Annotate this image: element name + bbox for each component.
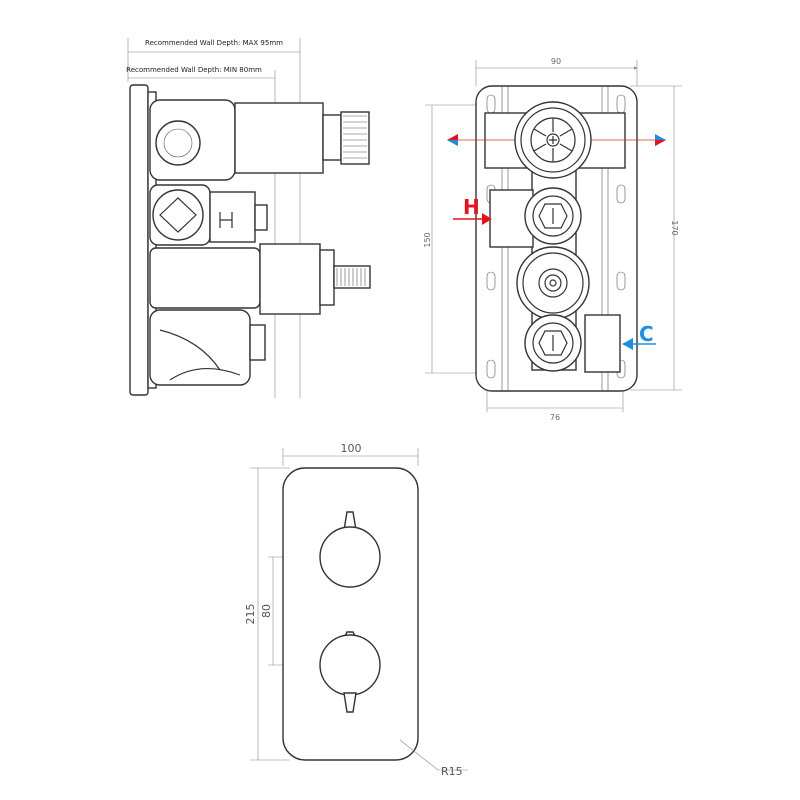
min-wall-depth-label: Recommended Wall Depth: MIN 80mm bbox=[126, 66, 262, 74]
front-view: 90 150 170 76 bbox=[423, 57, 682, 422]
hot-inlet-arrow-icon bbox=[482, 213, 492, 225]
mounting-slots bbox=[486, 94, 626, 379]
diverter-spindle bbox=[340, 111, 370, 165]
width-76-label: 76 bbox=[550, 413, 560, 422]
side-view: Recommended Wall Depth: MAX 95mm Recomme… bbox=[126, 38, 371, 398]
cold-inlet-arrow-icon bbox=[622, 338, 633, 350]
max-wall-depth-label: Recommended Wall Depth: MAX 95mm bbox=[145, 39, 283, 47]
thermostatic-cartridge bbox=[516, 246, 590, 320]
bottom-control-knob bbox=[319, 634, 381, 696]
bottom-lever bbox=[343, 692, 357, 713]
width-90-label: 90 bbox=[551, 57, 561, 66]
trim-height-215-label: 215 bbox=[244, 604, 257, 625]
thermostat-spindle bbox=[333, 265, 371, 289]
top-control-knob bbox=[319, 526, 381, 588]
height-170-label: 170 bbox=[670, 220, 679, 235]
knob-spacing-80-label: 80 bbox=[260, 604, 273, 618]
corner-radius-label: R15 bbox=[441, 765, 463, 778]
hot-label: H bbox=[463, 195, 480, 219]
height-150-label: 150 bbox=[423, 232, 432, 247]
trim-plate bbox=[282, 467, 419, 761]
mounting-plate-side bbox=[129, 84, 149, 396]
trim-plate-view: 100 215 80 R15 bbox=[244, 442, 468, 778]
trim-width-100-label: 100 bbox=[341, 442, 362, 455]
cold-label: C bbox=[639, 322, 654, 346]
